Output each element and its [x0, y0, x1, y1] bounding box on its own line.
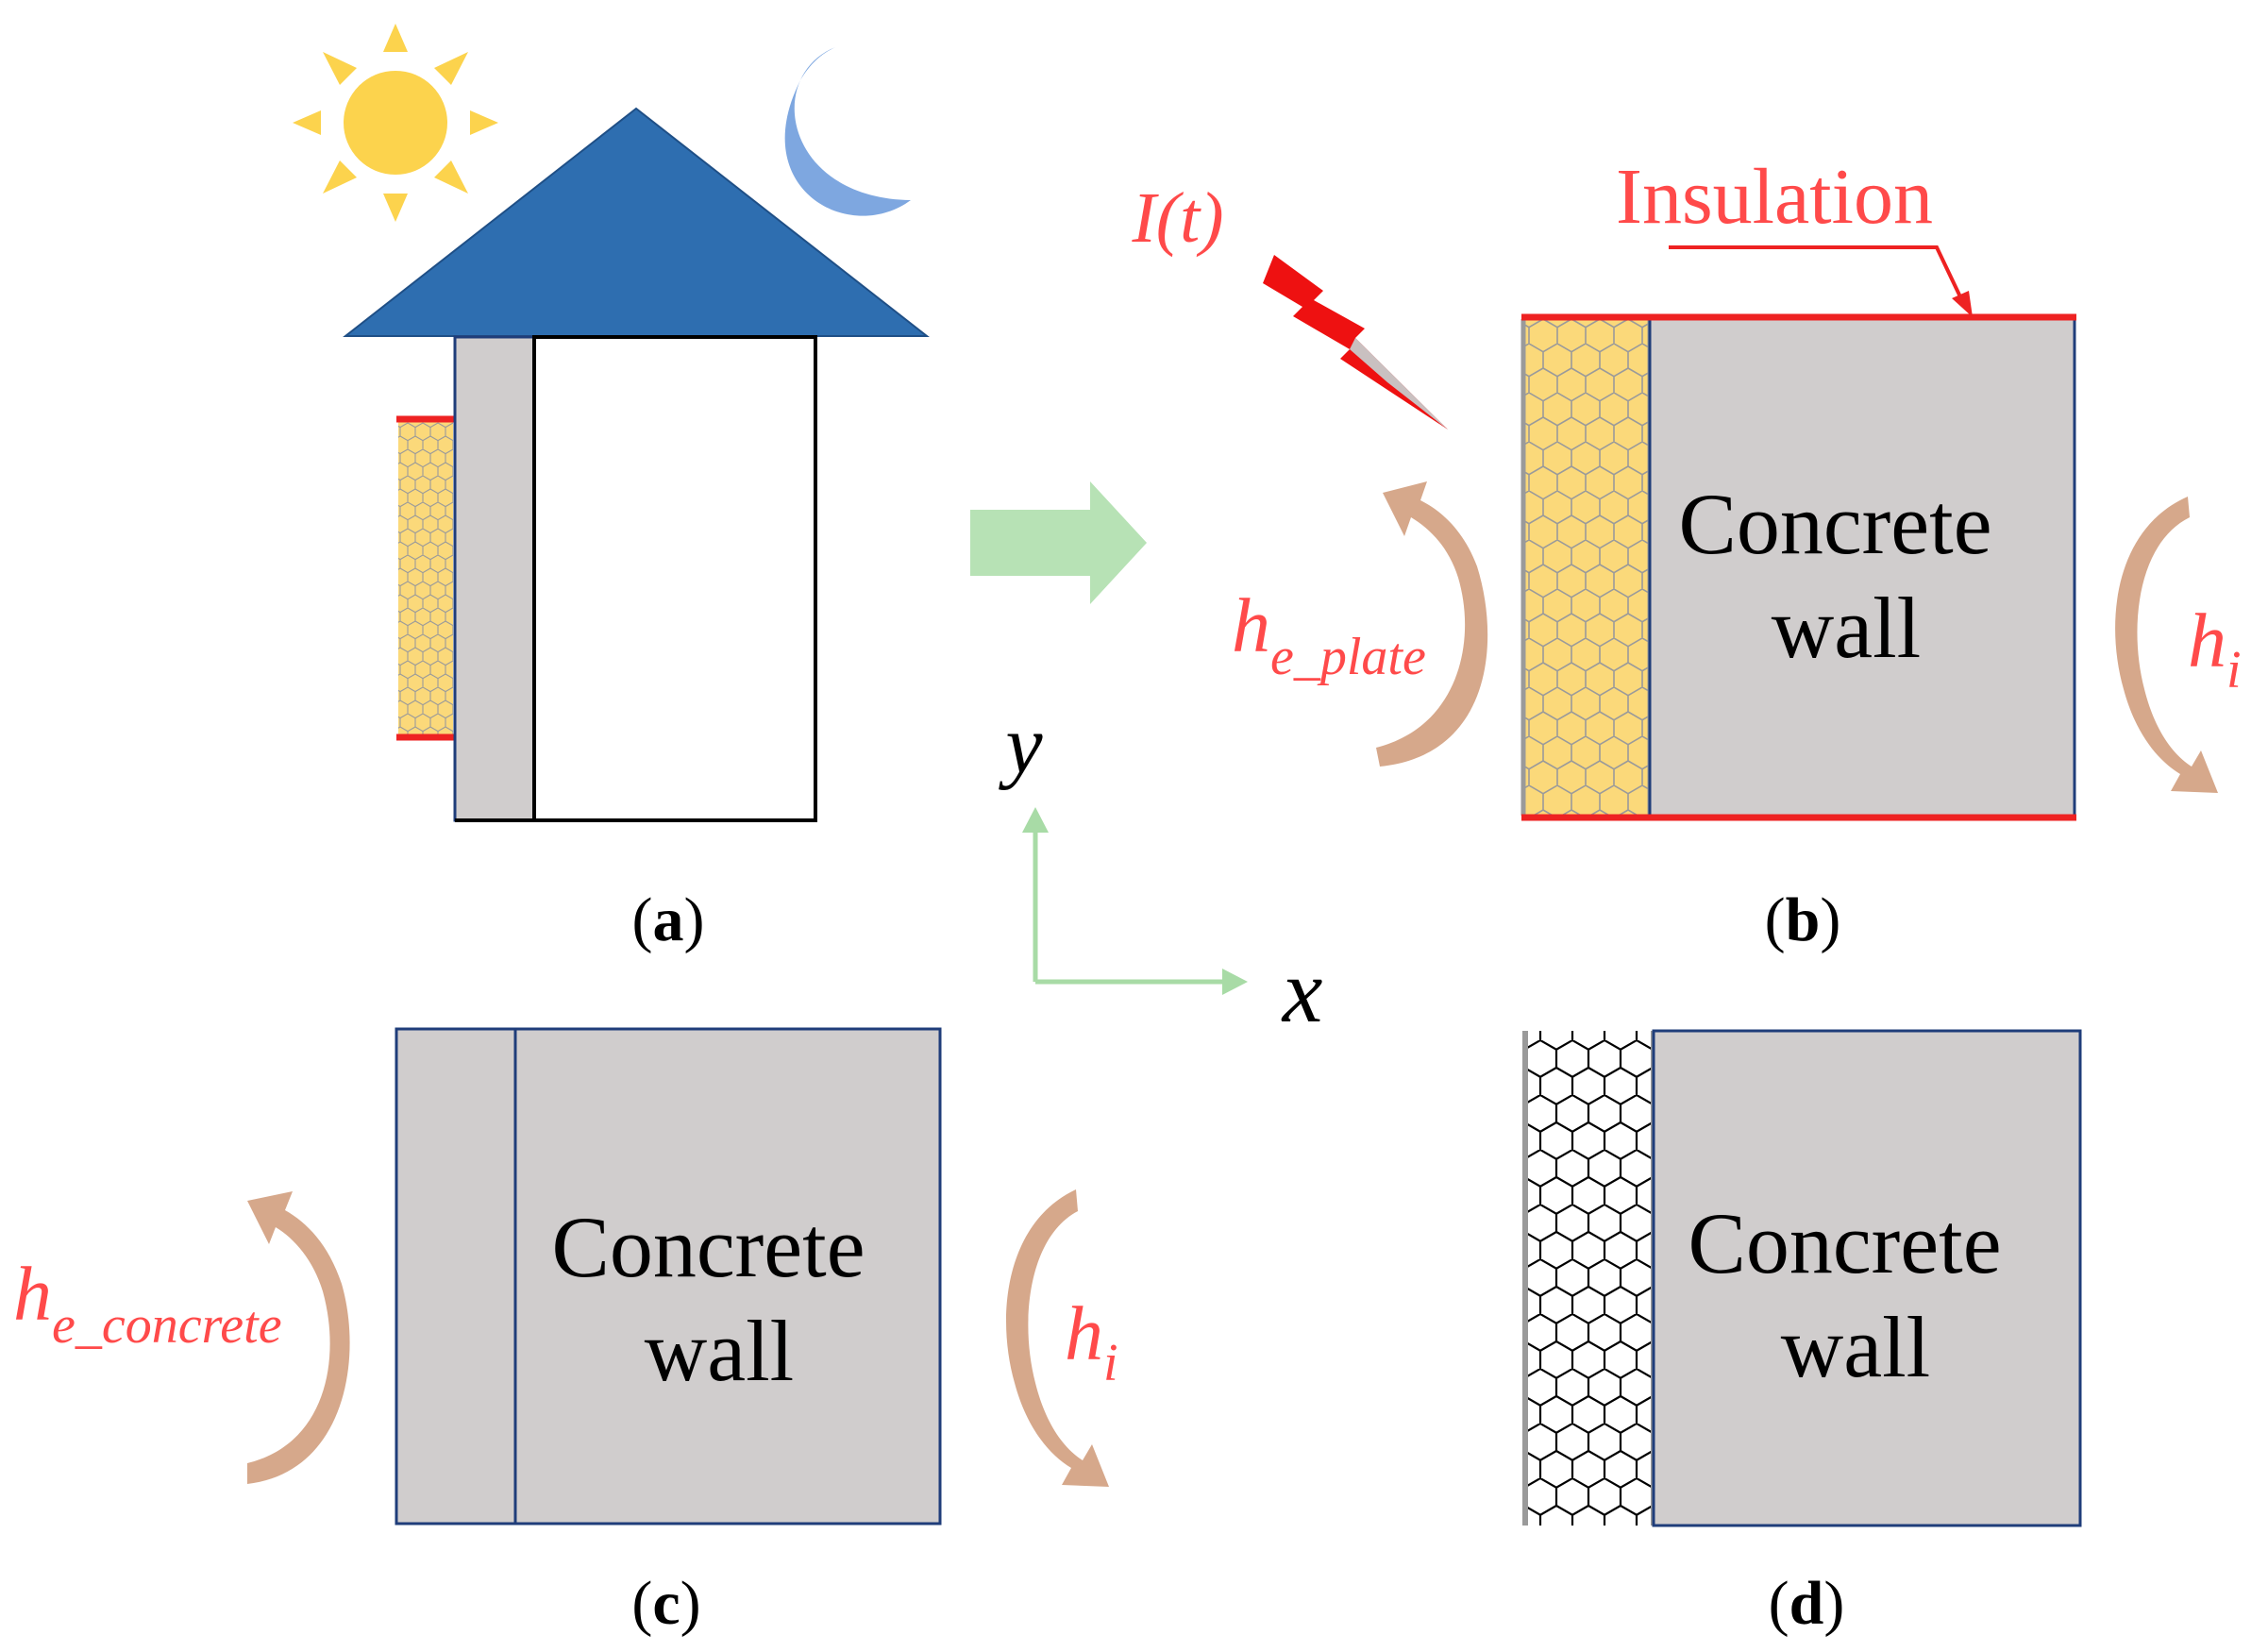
he-plate-convection-arrow — [1376, 481, 1488, 767]
house-room — [532, 335, 817, 822]
panel-d-honeycomb-layer — [1525, 1031, 1654, 1526]
irradiance-label: I(t) — [1131, 178, 1223, 258]
house-concrete-wall — [453, 335, 538, 822]
moon-icon — [784, 47, 911, 216]
process-arrow — [970, 481, 1147, 604]
panel-b-wall-label: Concrete wall — [1678, 476, 2013, 676]
lightning-bolt-icon — [1263, 255, 1448, 430]
axis-label-x: x — [1281, 940, 1323, 1041]
panel-label-a: (a) — [632, 885, 705, 954]
panel-label-b: (b) — [1765, 885, 1841, 954]
panel-label-c: (c) — [631, 1569, 700, 1638]
hi-label-c: hi — [1065, 1290, 1118, 1392]
he-plate-label: he_plate — [1232, 582, 1426, 686]
hi-convection-arrow-b — [2115, 497, 2218, 793]
panel-d-concrete-wall — [1652, 1029, 2082, 1527]
he-concrete-label: he_concrete — [13, 1251, 282, 1355]
he-concrete-convection-arrow — [247, 1191, 350, 1484]
panel-b-model: I(t) Insulation Concrete wall he_plate h… — [1131, 153, 2242, 821]
panel-c-model: Concrete wall he_concrete hi — [13, 1027, 1118, 1526]
sun-icon — [293, 24, 498, 222]
panel-d-model: Concrete wall — [1522, 1029, 2082, 1527]
panel-c-wall-label: Concrete wall — [551, 1199, 886, 1399]
hi-convection-arrow-c — [1006, 1189, 1109, 1487]
insulation-label: Insulation — [1616, 153, 1933, 241]
house-insulation-plate — [398, 419, 453, 736]
panel-a-house — [293, 24, 930, 822]
insulation-pointer — [1669, 245, 1967, 308]
panel-b-honeycomb-layer — [1523, 319, 1650, 816]
axis-label-y: y — [998, 700, 1043, 791]
coordinate-axes: y x — [998, 700, 1322, 1041]
panel-d-wall-label: Concrete wall — [1688, 1195, 2023, 1395]
panel-c-outer-layer — [395, 1027, 517, 1526]
panel-label-d: (d) — [1769, 1569, 1845, 1638]
hi-label-b: hi — [2188, 598, 2242, 700]
panel-c-concrete-wall — [513, 1027, 942, 1526]
